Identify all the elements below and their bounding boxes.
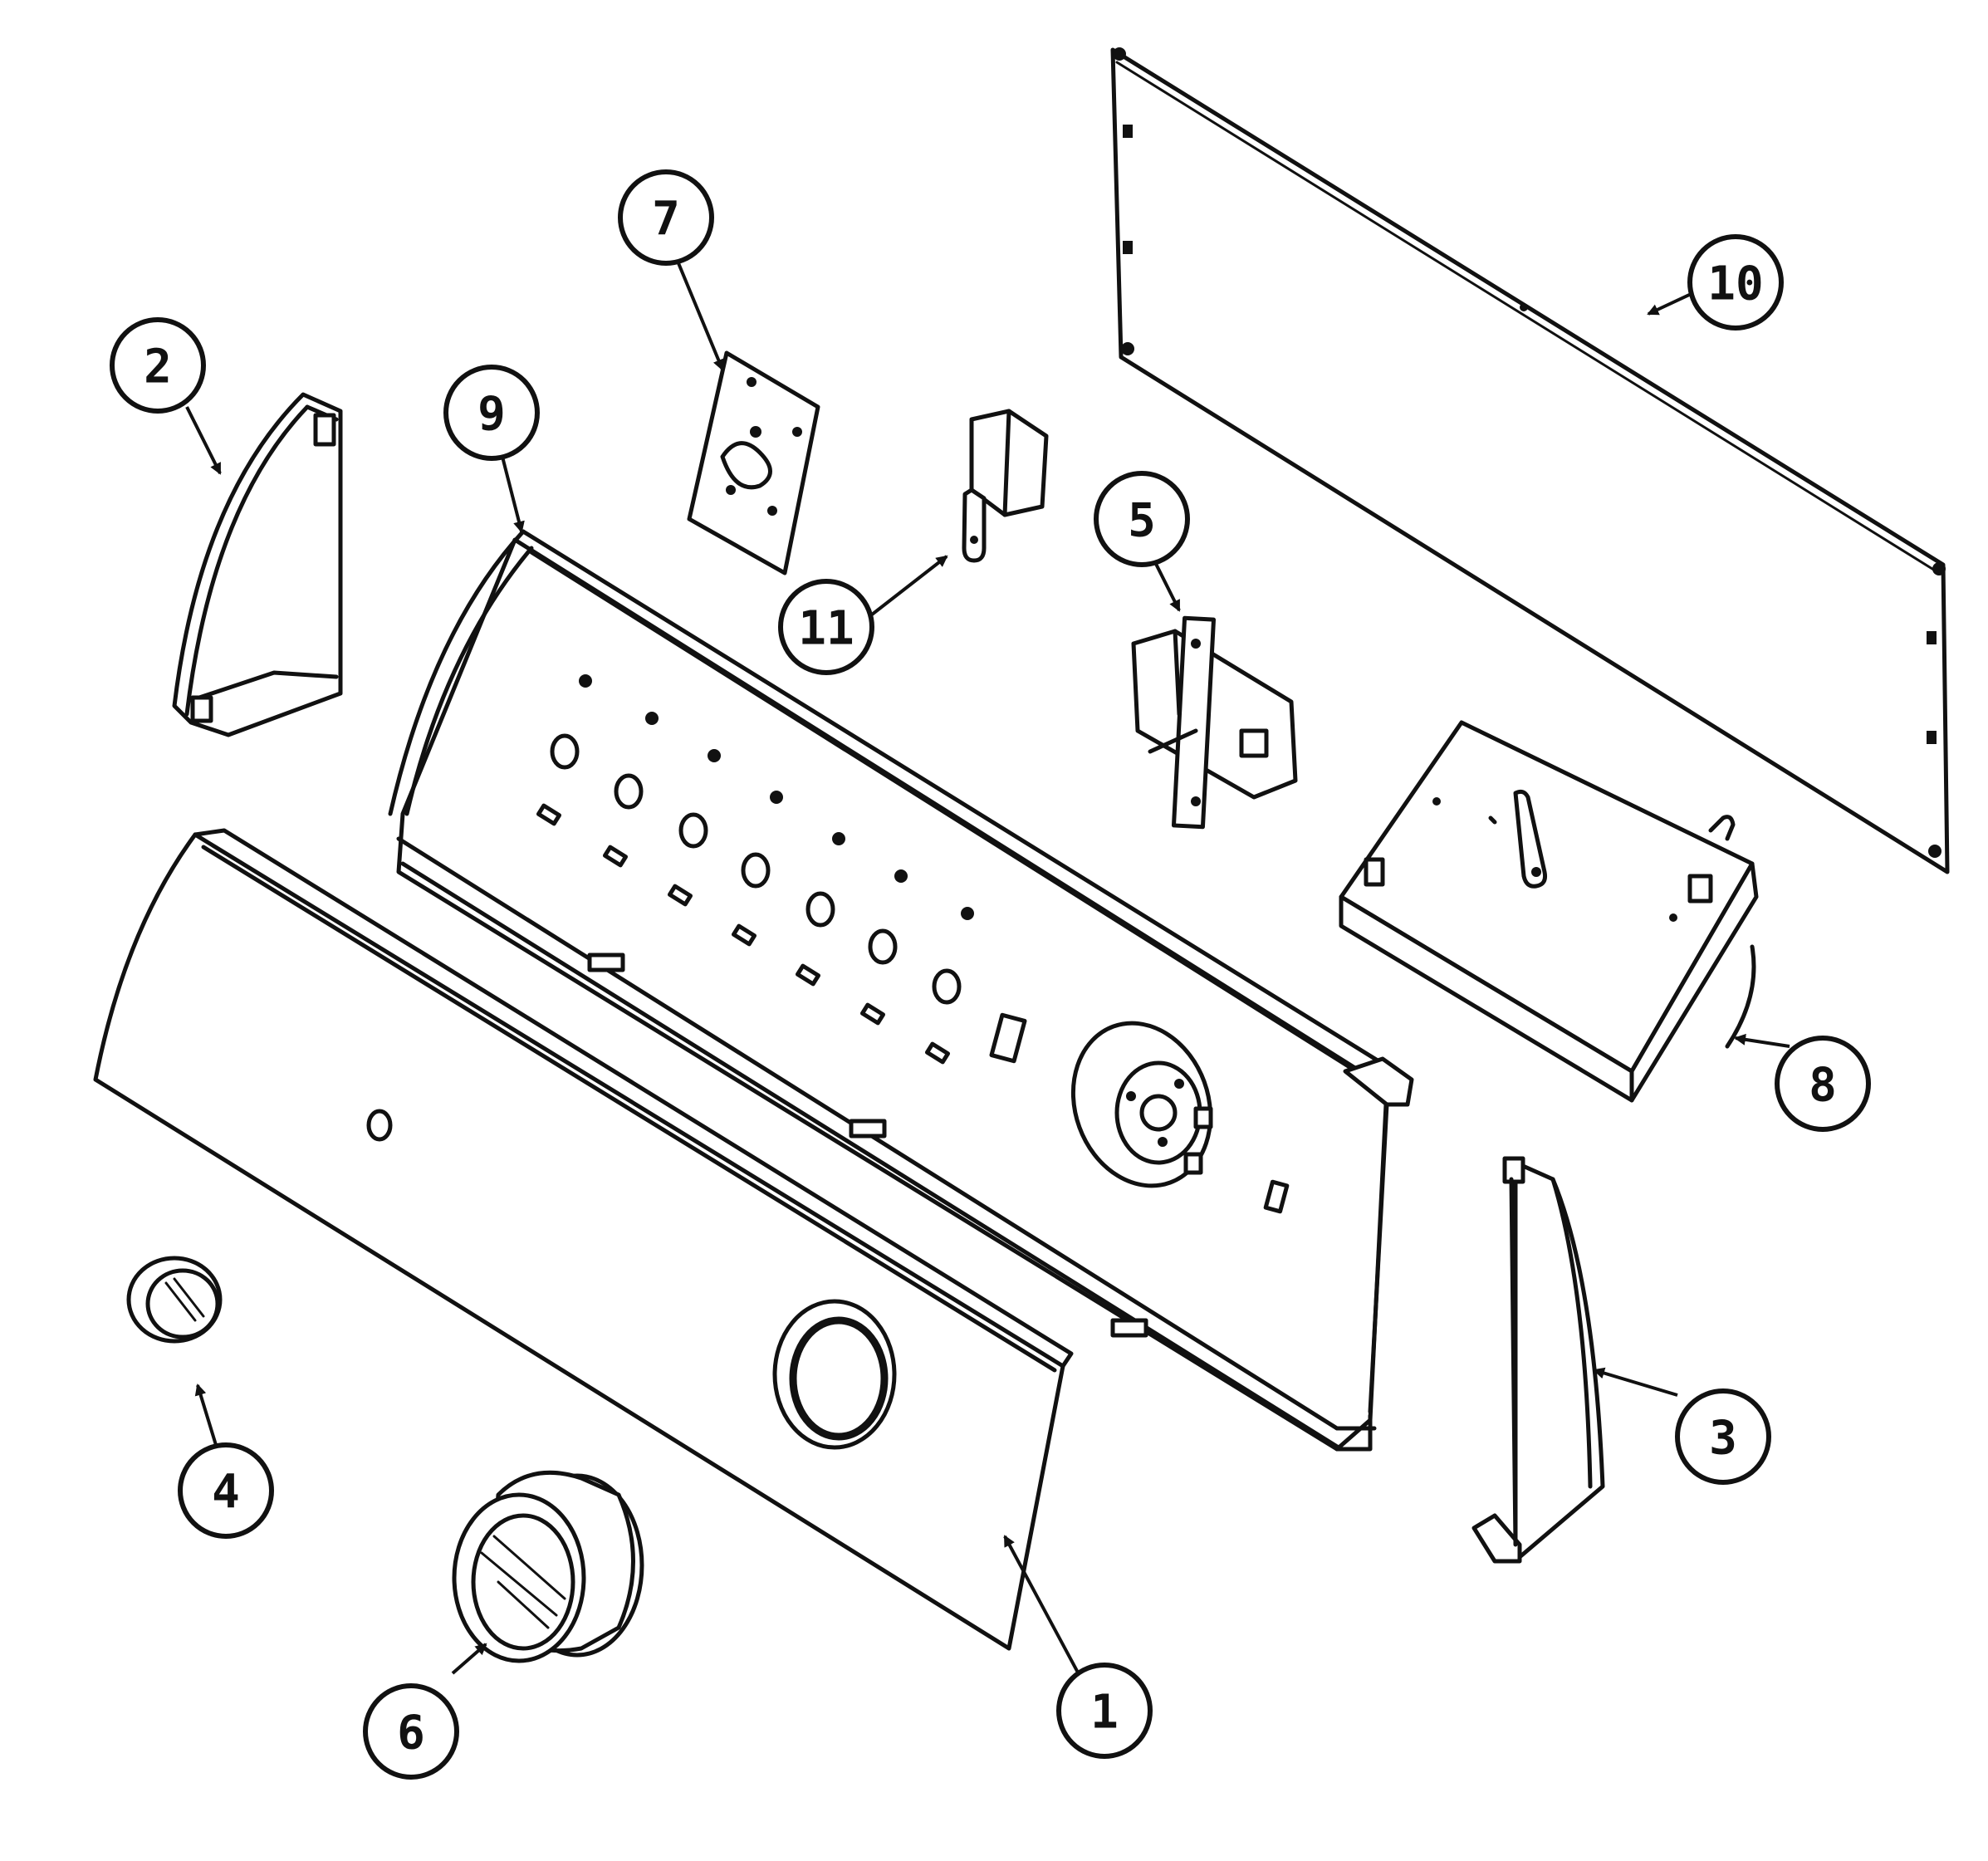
callout-2-label: 2 xyxy=(144,340,172,394)
callout-10-label: 10 xyxy=(1707,257,1763,311)
part-8-timer-box xyxy=(1339,720,1759,1103)
part-3-right-end-cap xyxy=(1471,1156,1605,1564)
part-7-switch-plate xyxy=(687,350,820,575)
callout-5: 5 xyxy=(1094,471,1190,567)
callout-3-label: 3 xyxy=(1709,1412,1737,1466)
callout-7: 7 xyxy=(618,169,714,266)
part-10-rear-panel xyxy=(1110,47,1950,874)
callout-2: 2 xyxy=(110,317,206,414)
callout-4: 4 xyxy=(178,1442,274,1539)
callout-3: 3 xyxy=(1675,1388,1771,1485)
callout-9-label: 9 xyxy=(477,388,506,442)
callout-1: 1 xyxy=(1056,1663,1153,1759)
dial-opening xyxy=(1070,1021,1213,1188)
part-2-left-end-cap xyxy=(172,392,343,737)
callout-9: 9 xyxy=(443,365,540,461)
callout-10: 10 xyxy=(1687,234,1784,331)
callout-5-label: 5 xyxy=(1128,494,1156,548)
part-11-switch xyxy=(962,409,1049,563)
callout-7-label: 7 xyxy=(652,193,680,247)
part-1-front-fascia xyxy=(93,828,1074,1651)
callout-1-label: 1 xyxy=(1090,1686,1119,1740)
fascia-dial-ring xyxy=(772,1299,897,1450)
callout-8: 8 xyxy=(1775,1036,1871,1132)
callout-11: 11 xyxy=(778,579,874,675)
callout-8-label: 8 xyxy=(1809,1059,1837,1113)
callout-6-label: 6 xyxy=(397,1707,425,1761)
part-6-large-knob xyxy=(452,1470,644,1663)
callout-11-label: 11 xyxy=(798,602,854,656)
part-4-small-knob xyxy=(126,1256,223,1344)
part-9-console-panel xyxy=(388,529,1414,1452)
callout-4-label: 4 xyxy=(212,1466,240,1520)
part-5-rotary-switch xyxy=(1131,615,1298,830)
callout-6: 6 xyxy=(363,1683,459,1780)
